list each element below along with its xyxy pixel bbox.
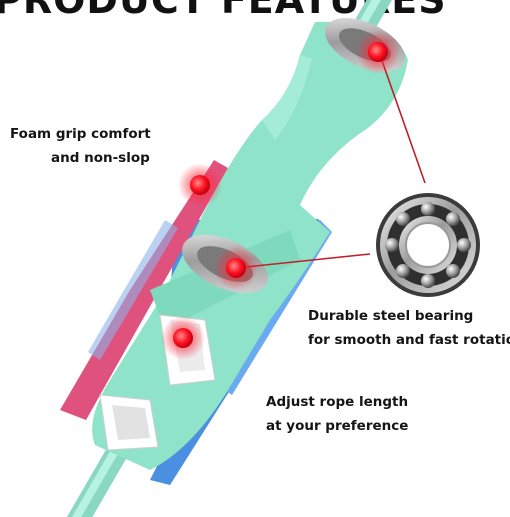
page-title: PRODUCT FEATURES [0, 0, 447, 22]
callout-bearing-line1: Durable steel bearing [308, 308, 474, 324]
marker-bearing-top [356, 30, 400, 74]
marker-bearing-middle [214, 246, 258, 290]
callout-steel-bearing: Durable steel bearing for smooth and fas… [308, 304, 510, 352]
leader-lines [235, 54, 426, 269]
callout-length-line1: Adjust rope length [266, 394, 409, 410]
marker-adjuster [161, 316, 205, 360]
callout-length-line2: at your preference [266, 418, 409, 434]
callout-foam-line2: and non-slop [51, 150, 150, 166]
callout-bearing-line2: for smooth and fast rotation [308, 332, 510, 348]
callout-foam-grip: Foam grip comfort and non-slop [10, 122, 151, 170]
callout-foam-line1: Foam grip comfort [10, 126, 151, 142]
marker-foam [178, 163, 222, 207]
steel-bearing-icon [376, 193, 480, 297]
callout-rope-length: Adjust rope length at your preference [266, 390, 408, 438]
